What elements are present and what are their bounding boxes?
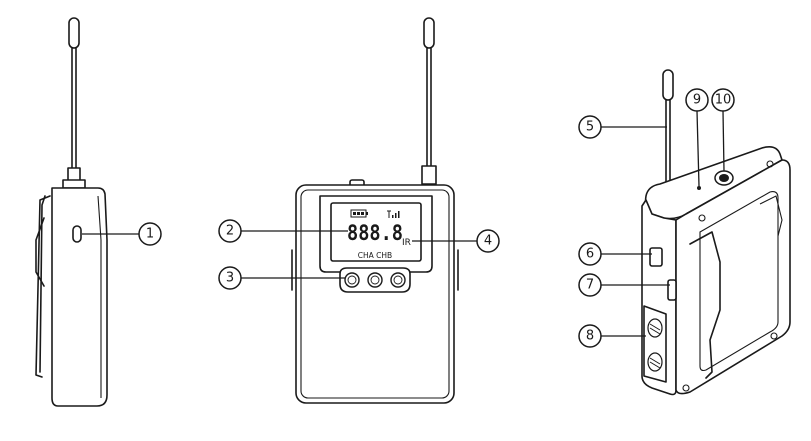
audio-jack [714, 170, 734, 186]
svg-text:4: 4 [484, 234, 492, 249]
callout-6: 6 [578, 242, 602, 266]
side-button-6 [649, 247, 663, 267]
svg-text:8: 8 [586, 329, 594, 344]
svg-text:10: 10 [715, 93, 732, 108]
svg-text:7: 7 [586, 278, 594, 293]
button-right [390, 272, 406, 288]
button-left [344, 272, 360, 288]
perspective-belt-clip [689, 231, 721, 379]
svg-text:9: 9 [693, 93, 701, 108]
callout-2: 2 [218, 219, 242, 243]
svg-text:6: 6 [586, 247, 594, 262]
side-belt-clip [35, 195, 51, 378]
side-view: 1 [35, 17, 162, 407]
front-buttons [339, 267, 411, 293]
ir-indicator: IR [402, 238, 411, 248]
svg-text:5: 5 [586, 120, 594, 135]
side-button [72, 225, 82, 243]
svg-text:2: 2 [226, 224, 234, 239]
screw-bottom-left [682, 384, 690, 392]
callout-3: 3 [218, 266, 242, 290]
callout-7: 7 [578, 273, 602, 297]
callout-5: 5 [578, 115, 602, 139]
svg-text:1: 1 [146, 227, 154, 242]
callout-1: 1 [138, 222, 162, 246]
channel-labels: CHA CHB [358, 251, 392, 260]
button-center [367, 272, 383, 288]
battery-icon [350, 209, 368, 218]
screw-bottom-right [770, 332, 778, 340]
signal-icon [387, 210, 400, 218]
callout-9: 9 [685, 88, 709, 112]
screw-top-left [698, 214, 706, 222]
indicator-led [697, 186, 701, 190]
perspective-view: 5 6 7 8 9 10 [578, 69, 791, 396]
lcd-digits: 888.8 [347, 221, 403, 245]
side-antenna [62, 17, 86, 189]
side-switch-7 [667, 279, 677, 301]
battery-compartment [643, 305, 667, 383]
screw-top-right [766, 160, 774, 168]
callout-8: 8 [578, 324, 602, 348]
callout-10: 10 [711, 88, 735, 112]
front-antenna [421, 17, 437, 185]
callout-4: 4 [476, 229, 500, 253]
svg-text:3: 3 [226, 271, 234, 286]
side-body [51, 187, 108, 407]
front-view: 888.8 IR CHA CHB 2 [218, 17, 500, 404]
